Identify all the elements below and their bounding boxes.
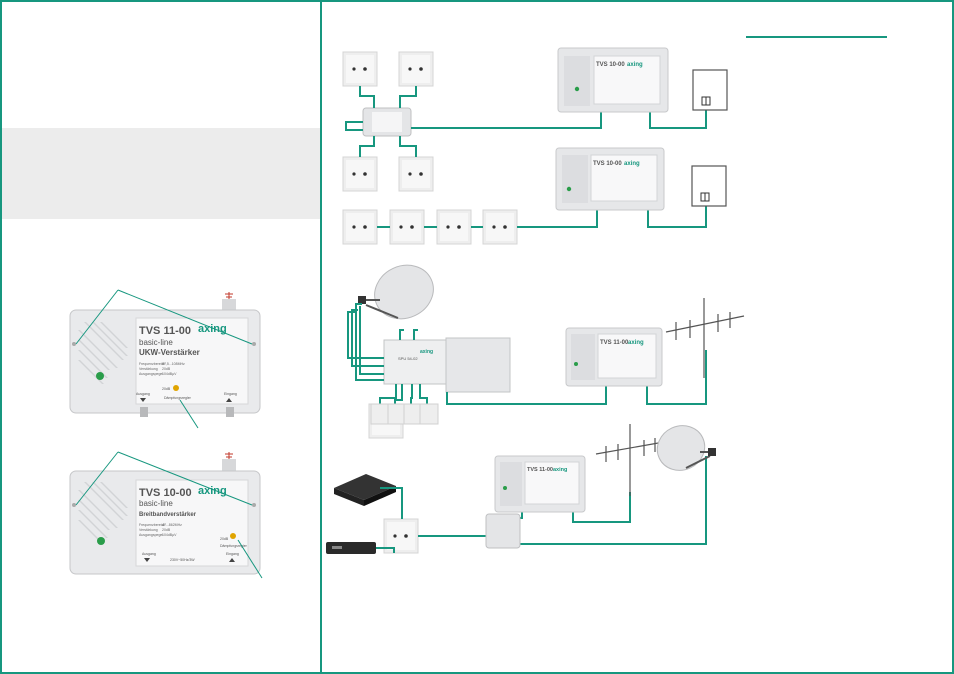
svg-text:47...862MHz: 47...862MHz bbox=[162, 523, 182, 527]
svg-text:Dämpfungsregler: Dämpfungsregler bbox=[164, 396, 192, 400]
splitter-icon bbox=[362, 107, 412, 137]
svg-text:TVS 11-00: TVS 11-00 bbox=[600, 340, 629, 346]
status-led bbox=[96, 372, 104, 380]
diagram-distribution-2: TVS 10-00 axing bbox=[342, 147, 727, 245]
svg-text:104dBµV: 104dBµV bbox=[162, 533, 177, 537]
svg-text:axing: axing bbox=[420, 349, 433, 355]
svg-text:20dB: 20dB bbox=[162, 387, 171, 391]
amp-tvs11-line: basic-line bbox=[139, 338, 173, 347]
svg-text:20dB: 20dB bbox=[220, 537, 229, 541]
satellite-dish-icon bbox=[656, 425, 716, 471]
yagi-antenna-icon bbox=[665, 298, 745, 378]
amp-tvs10-line: basic-line bbox=[139, 499, 173, 508]
column-divider bbox=[320, 0, 322, 674]
splitter-icon bbox=[485, 513, 521, 549]
status-led bbox=[97, 537, 105, 545]
yagi-antenna-icon bbox=[595, 424, 665, 496]
multiswitch-icon: SPU 54-02 axing bbox=[383, 337, 511, 393]
svg-text:Verstärkung: Verstärkung bbox=[139, 367, 158, 371]
svg-text:SPU 54-02: SPU 54-02 bbox=[398, 356, 418, 361]
amp-tvs11-figure: TVS 11-00 basic-line UKW-Verstärker axin… bbox=[69, 289, 261, 429]
svg-text:Eingang: Eingang bbox=[224, 392, 237, 396]
svg-text:Eingang: Eingang bbox=[226, 552, 239, 556]
grey-text-panel bbox=[2, 128, 320, 219]
brand-logo: axing bbox=[198, 485, 227, 497]
attenuation-knob[interactable] bbox=[230, 533, 236, 539]
svg-text:Frequenzbereich: Frequenzbereich bbox=[139, 523, 165, 527]
svg-text:20dB: 20dB bbox=[162, 528, 171, 532]
svg-text:Ausgangspegel: Ausgangspegel bbox=[139, 372, 163, 376]
svg-text:Ausgangspegel: Ausgangspegel bbox=[139, 533, 163, 537]
amp-tvs10-type: Breitbandverstärker bbox=[139, 512, 197, 518]
svg-text:axing: axing bbox=[628, 340, 644, 346]
diagram-distribution-1: TVS 10-00 axing bbox=[342, 47, 728, 192]
antenna-ground-icon bbox=[225, 452, 233, 459]
diagram-satellite-1: SPU 54-02 axing bbox=[347, 264, 745, 439]
svg-text:230V~50Hz/3W: 230V~50Hz/3W bbox=[170, 558, 195, 562]
outlet-row bbox=[370, 403, 439, 425]
svg-text:Verstärkung: Verstärkung bbox=[139, 528, 158, 532]
svg-text:TVS 11-00: TVS 11-00 bbox=[527, 467, 553, 473]
amp-tvs11-type: UKW-Verstärker bbox=[139, 348, 200, 357]
brand-logo: axing bbox=[198, 323, 227, 335]
diagram-satellite-2: TVS 11-00 axing bbox=[326, 424, 716, 554]
svg-text:axing: axing bbox=[553, 467, 567, 473]
amp-tvs11-thumbnail: TVS 11-00 axing bbox=[565, 327, 663, 387]
attenuation-knob[interactable] bbox=[173, 385, 179, 391]
svg-text:87,5...108MHz: 87,5...108MHz bbox=[162, 362, 185, 366]
svg-text:Ausgang: Ausgang bbox=[142, 552, 156, 556]
satellite-dish-icon bbox=[358, 264, 434, 320]
amp-tvs10-thumbnail: TVS 10-00 axing bbox=[557, 47, 669, 113]
amp-tvs10-model: TVS 10-00 bbox=[139, 487, 192, 499]
amp-tvs11-model: TVS 11-00 bbox=[139, 325, 191, 337]
svg-text:TVS 10-00: TVS 10-00 bbox=[593, 161, 622, 167]
svg-text:Dämpfungsregler: Dämpfungsregler bbox=[220, 544, 248, 548]
svg-text:Frequenzbereich: Frequenzbereich bbox=[139, 362, 165, 366]
svg-text:TVS 10-00: TVS 10-00 bbox=[596, 62, 625, 68]
svg-text:axing: axing bbox=[624, 161, 640, 167]
amp-tvs10-thumbnail: TVS 10-00 axing bbox=[555, 147, 665, 211]
svg-text:104dBµV: 104dBµV bbox=[162, 372, 177, 376]
receiver-icon bbox=[326, 474, 396, 554]
antenna-ground-icon bbox=[225, 292, 233, 299]
svg-text:Ausgang: Ausgang bbox=[136, 392, 150, 396]
amp-tvs10-figure: TVS 10-00 basic-line Breitbandverstärker… bbox=[69, 451, 263, 579]
wall-socket-icon bbox=[691, 165, 727, 207]
amp-tvs11-thumbnail: TVS 11-00 axing bbox=[494, 455, 586, 513]
svg-text:20dB: 20dB bbox=[162, 367, 171, 371]
wall-socket-icon bbox=[692, 69, 728, 111]
heading-underline bbox=[746, 36, 887, 38]
svg-text:axing: axing bbox=[627, 62, 643, 68]
